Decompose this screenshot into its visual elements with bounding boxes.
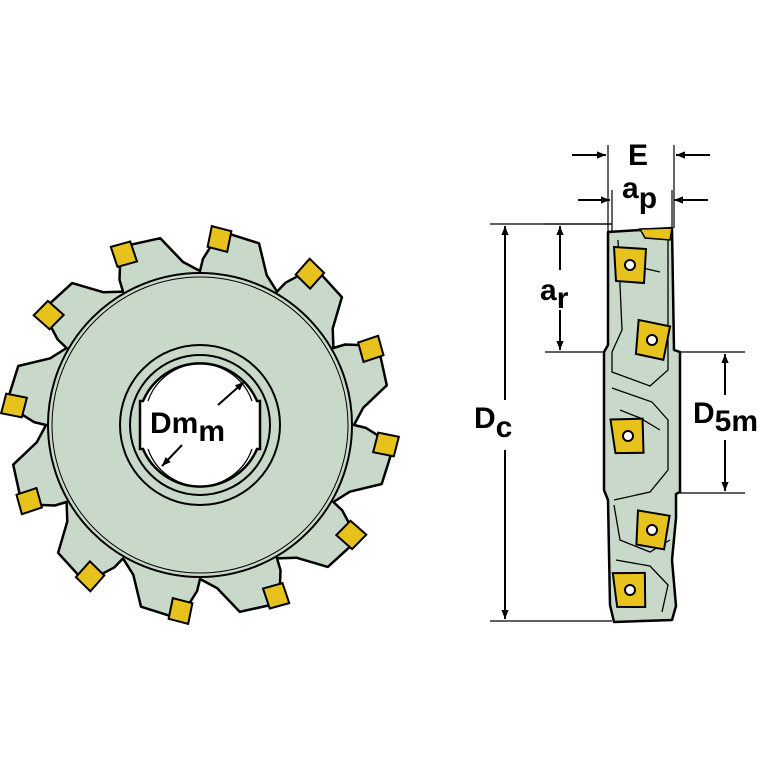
svg-text:D5m: D5m bbox=[693, 397, 758, 438]
ar-label-subscript: r bbox=[557, 282, 569, 315]
front-insert bbox=[15, 486, 44, 516]
front-insert bbox=[294, 257, 326, 291]
dm-arrow-upper bbox=[217, 381, 245, 406]
svg-text:E: E bbox=[628, 139, 648, 172]
front-insert bbox=[261, 581, 291, 610]
front-insert bbox=[334, 519, 368, 551]
extension-lines bbox=[490, 145, 745, 622]
svg-text:ar: ar bbox=[540, 274, 569, 315]
svg-text:Dc: Dc bbox=[474, 402, 512, 444]
side-insert-top bbox=[638, 227, 673, 241]
dc-label: D bbox=[474, 402, 496, 435]
front-inserts bbox=[0, 224, 401, 626]
insert-screw bbox=[624, 584, 636, 596]
face-ring-outer bbox=[47, 272, 353, 578]
front-insert bbox=[371, 431, 401, 458]
svg-text:Dmm: Dmm bbox=[150, 407, 225, 448]
dc-label-subscript: c bbox=[496, 411, 513, 444]
d5m-label-subscript: 5m bbox=[715, 405, 758, 438]
front-view: Dmm bbox=[0, 224, 401, 626]
e-label: E bbox=[628, 139, 648, 172]
d5m-label: D bbox=[693, 397, 715, 430]
front-insert bbox=[74, 559, 106, 593]
hub-ring bbox=[119, 344, 281, 506]
insert-screw bbox=[624, 259, 636, 271]
face-ring-inner bbox=[51, 276, 349, 574]
dm-arrow-lower bbox=[161, 444, 183, 467]
dm-label: Dm bbox=[150, 407, 198, 440]
insert-screw bbox=[646, 334, 658, 346]
front-insert bbox=[356, 334, 385, 364]
dm-label-subscript: m bbox=[198, 415, 225, 448]
insert-screw bbox=[646, 524, 658, 536]
side-inserts bbox=[609, 227, 673, 608]
ap-label: a bbox=[622, 172, 639, 205]
front-insert bbox=[32, 299, 66, 331]
ar-label: a bbox=[540, 274, 557, 307]
front-insert bbox=[109, 240, 139, 269]
insert-screw bbox=[622, 430, 634, 442]
front-insert bbox=[167, 596, 194, 626]
ap-label-subscript: p bbox=[639, 182, 657, 215]
front-insert bbox=[0, 392, 29, 419]
side-view: E ap ar Dc D5m bbox=[474, 139, 758, 624]
svg-text:ap: ap bbox=[622, 172, 657, 215]
bore-shoulder bbox=[129, 354, 271, 496]
front-insert bbox=[206, 224, 233, 254]
